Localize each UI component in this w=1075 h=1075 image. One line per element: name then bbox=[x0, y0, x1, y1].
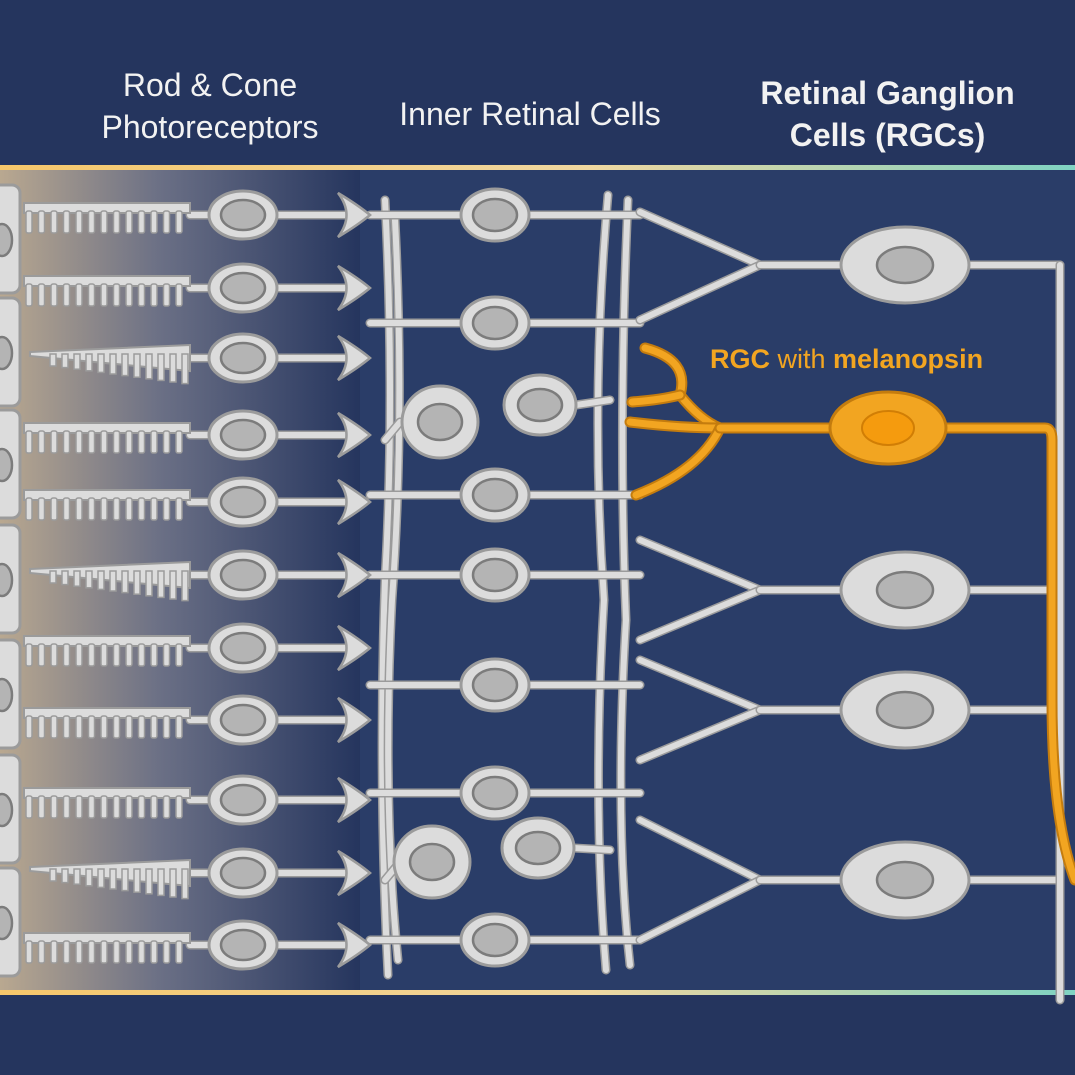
rod-outer-segment bbox=[23, 635, 191, 667]
ganglion-cell-dendrite bbox=[637, 817, 763, 883]
bipolar-cell-nucleus bbox=[471, 557, 519, 593]
amacrine-link bbox=[571, 845, 613, 853]
rod-outer-segment bbox=[23, 422, 191, 454]
pigment-cell-nucleus bbox=[0, 335, 14, 371]
melanopsin-label-melanopsin: melanopsin bbox=[833, 344, 984, 374]
photoreceptor-soma-nucleus bbox=[219, 271, 267, 305]
photoreceptor-soma-nucleus bbox=[219, 341, 267, 375]
horizontal-link bbox=[382, 419, 403, 443]
ganglion-cell-dendrite bbox=[637, 209, 763, 268]
inner-process-right-b bbox=[617, 197, 633, 968]
photoreceptor-terminal bbox=[336, 921, 372, 969]
ganglion-cell-nucleus bbox=[875, 570, 935, 610]
ganglion-cell-dendrite bbox=[637, 587, 763, 643]
ganglion-cell-dendrite bbox=[637, 877, 763, 943]
inner-process-left-b bbox=[385, 217, 403, 963]
melanopsin-label-rgc: RGC bbox=[710, 344, 770, 374]
photoreceptor-soma-nucleus bbox=[219, 485, 267, 519]
photoreceptor-terminal bbox=[336, 411, 372, 459]
photoreceptor-soma-nucleus bbox=[219, 783, 267, 817]
amacrine-cell-nucleus bbox=[514, 830, 562, 866]
photoreceptor-terminal bbox=[336, 478, 372, 526]
horizontal-cell-nucleus bbox=[408, 842, 456, 882]
photoreceptor-terminal bbox=[336, 551, 372, 599]
photoreceptor-soma-nucleus bbox=[219, 703, 267, 737]
bipolar-cell-nucleus bbox=[471, 197, 519, 233]
photoreceptor-soma-nucleus bbox=[219, 856, 267, 890]
cone-outer-segment bbox=[29, 343, 191, 385]
rod-outer-segment bbox=[23, 932, 191, 964]
pigment-cell-nucleus bbox=[0, 447, 14, 483]
photoreceptor-terminal bbox=[336, 191, 372, 239]
pigment-cell-nucleus bbox=[0, 905, 14, 941]
melanopsin-label: RGC with melanopsin bbox=[710, 344, 983, 375]
photoreceptor-terminal bbox=[336, 624, 372, 672]
ganglion-cell-dendrite bbox=[637, 537, 763, 593]
cone-outer-segment bbox=[29, 560, 191, 602]
bottom-border-line bbox=[0, 990, 1075, 995]
ganglion-cell-dendrite bbox=[637, 707, 763, 763]
ganglion-cell-dendrite bbox=[637, 262, 763, 323]
photoreceptors-header: Rod & Cone Photoreceptors bbox=[101, 67, 319, 145]
rgc-header: Retinal Ganglion Cells (RGCs) bbox=[760, 75, 1015, 153]
top-border-line bbox=[0, 165, 1075, 170]
rod-outer-segment bbox=[23, 489, 191, 521]
inner-cells-header: Inner Retinal Cells bbox=[399, 96, 661, 132]
photoreceptor-soma-nucleus bbox=[219, 198, 267, 232]
bipolar-cell-nucleus bbox=[471, 477, 519, 513]
melanopsin-dendrite bbox=[626, 418, 724, 432]
photoreceptor-terminal bbox=[336, 696, 372, 744]
photoreceptor-soma-nucleus bbox=[219, 558, 267, 592]
photoreceptor-soma-nucleus bbox=[219, 928, 267, 962]
bipolar-cell-nucleus bbox=[471, 305, 519, 341]
melanopsin-axon bbox=[716, 424, 1075, 884]
photoreceptor-terminal bbox=[336, 849, 372, 897]
bipolar-cell-nucleus bbox=[471, 775, 519, 811]
bipolar-cell-nucleus bbox=[471, 667, 519, 703]
cone-outer-segment bbox=[29, 858, 191, 900]
rod-outer-segment bbox=[23, 707, 191, 739]
rod-outer-segment bbox=[23, 275, 191, 307]
amacrine-link bbox=[573, 397, 613, 408]
bipolar-cell-nucleus bbox=[471, 922, 519, 958]
pigment-cell-nucleus bbox=[0, 562, 14, 598]
photoreceptor-soma-nucleus bbox=[219, 631, 267, 665]
ganglion-cell-nucleus bbox=[875, 860, 935, 900]
photoreceptor-soma-nucleus bbox=[219, 418, 267, 452]
photoreceptor-terminal bbox=[336, 334, 372, 382]
pigment-cell-nucleus bbox=[0, 222, 14, 258]
ganglion-cell-nucleus bbox=[875, 690, 935, 730]
melanopsin-dendrite bbox=[628, 391, 684, 406]
ganglion-cell-nucleus bbox=[875, 245, 935, 285]
horizontal-cell-nucleus bbox=[416, 402, 464, 442]
pigment-cell-nucleus bbox=[0, 792, 14, 828]
melanopsin-dendrite bbox=[632, 424, 724, 499]
melanopsin-rgc-nucleus bbox=[861, 410, 915, 446]
photoreceptor-terminal bbox=[336, 264, 372, 312]
rod-outer-segment bbox=[23, 787, 191, 819]
rod-outer-segment bbox=[23, 202, 191, 234]
pigment-cell-nucleus bbox=[0, 677, 14, 713]
amacrine-cell-nucleus bbox=[516, 387, 564, 423]
ganglion-cell-dendrite bbox=[637, 657, 763, 713]
photoreceptor-terminal bbox=[336, 776, 372, 824]
melanopsin-label-with: with bbox=[770, 344, 834, 374]
